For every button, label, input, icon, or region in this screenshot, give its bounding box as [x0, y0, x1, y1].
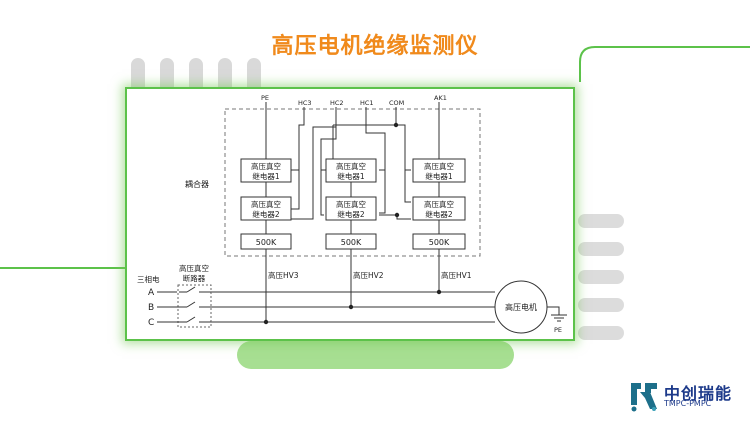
- relay2-col3: 高压真空 继电器2: [412, 196, 466, 221]
- svg-text:500K: 500K: [429, 238, 450, 247]
- relay1-col2: 高压真空 继电器1: [325, 158, 377, 183]
- resistor-col2: 500K: [325, 233, 377, 250]
- label-pe-ground: PE: [554, 326, 562, 334]
- svg-text:500K: 500K: [341, 238, 362, 247]
- coupler-boundary: [224, 108, 481, 257]
- label-ak1: AK1: [434, 94, 447, 102]
- circuit-diagram: 耦合器 PE HC3 HC2 HC1 COM AK1: [137, 94, 567, 334]
- label-hv3: 高压HV3: [268, 270, 299, 280]
- breaker-symbol: [157, 284, 212, 328]
- label-pe-top: PE: [261, 94, 269, 102]
- logo-mark-icon: [631, 383, 657, 412]
- label-phase-b: B: [148, 303, 154, 313]
- svg-text:继电器2: 继电器2: [425, 209, 452, 219]
- decor-bottom-bar: [237, 341, 514, 369]
- label-phase-a: A: [148, 288, 155, 298]
- label-phase-c: C: [148, 318, 154, 328]
- relay1-col3: 高压真空 继电器1: [412, 158, 466, 183]
- page-title: 高压电机绝缘监测仪: [271, 34, 479, 59]
- svg-text:高压真空: 高压真空: [336, 161, 366, 171]
- svg-text:高压真空: 高压真空: [251, 161, 281, 171]
- label-three-phase: 三相电: [137, 274, 160, 284]
- motor-label: 高压电机: [505, 302, 537, 312]
- decor-bar-5: [578, 326, 624, 340]
- diagram-panel: 耦合器 PE HC3 HC2 HC1 COM AK1: [125, 87, 575, 341]
- svg-text:高压真空: 高压真空: [336, 199, 366, 209]
- breaker-label-1: 高压真空: [179, 263, 209, 273]
- svg-text:继电器2: 继电器2: [252, 209, 279, 219]
- decor-bar-4: [578, 298, 624, 312]
- label-hv2: 高压HV2: [353, 270, 384, 280]
- label-hv1: 高压HV1: [441, 270, 472, 280]
- relay2-col2: 高压真空 继电器2: [325, 196, 377, 221]
- logo-name-en: TMPC-PMPC: [664, 399, 712, 408]
- svg-text:高压真空: 高压真空: [424, 199, 454, 209]
- label-hc3: HC3: [298, 99, 312, 107]
- coupler-label: 耦合器: [185, 179, 209, 189]
- svg-text:高压真空: 高压真空: [424, 161, 454, 171]
- junction-dots: [263, 122, 442, 325]
- svg-text:继电器2: 继电器2: [337, 209, 364, 219]
- resistor-col3: 500K: [412, 233, 466, 250]
- motor-symbol: 高压电机: [494, 280, 548, 334]
- label-com: COM: [389, 99, 404, 107]
- svg-text:继电器1: 继电器1: [425, 171, 452, 181]
- decor-bar-2: [578, 242, 624, 256]
- breaker-label-2: 断路器: [183, 273, 206, 283]
- svg-text:继电器1: 继电器1: [252, 171, 279, 181]
- decor-bar-3: [578, 270, 624, 284]
- company-logo: 中创瑞能 TMPC-PMPC: [628, 378, 740, 414]
- svg-text:500K: 500K: [256, 238, 277, 247]
- logo-name-cn: 中创瑞能: [664, 384, 733, 403]
- relay1-col1: 高压真空 继电器1: [240, 158, 292, 183]
- label-hc2: HC2: [330, 99, 344, 107]
- resistor-col1: 500K: [240, 233, 292, 250]
- decor-bar-1: [578, 214, 624, 228]
- svg-text:继电器1: 继电器1: [337, 171, 364, 181]
- svg-text:高压真空: 高压真空: [251, 199, 281, 209]
- label-hc1: HC1: [360, 99, 374, 107]
- relay2-col1: 高压真空 继电器2: [240, 196, 292, 221]
